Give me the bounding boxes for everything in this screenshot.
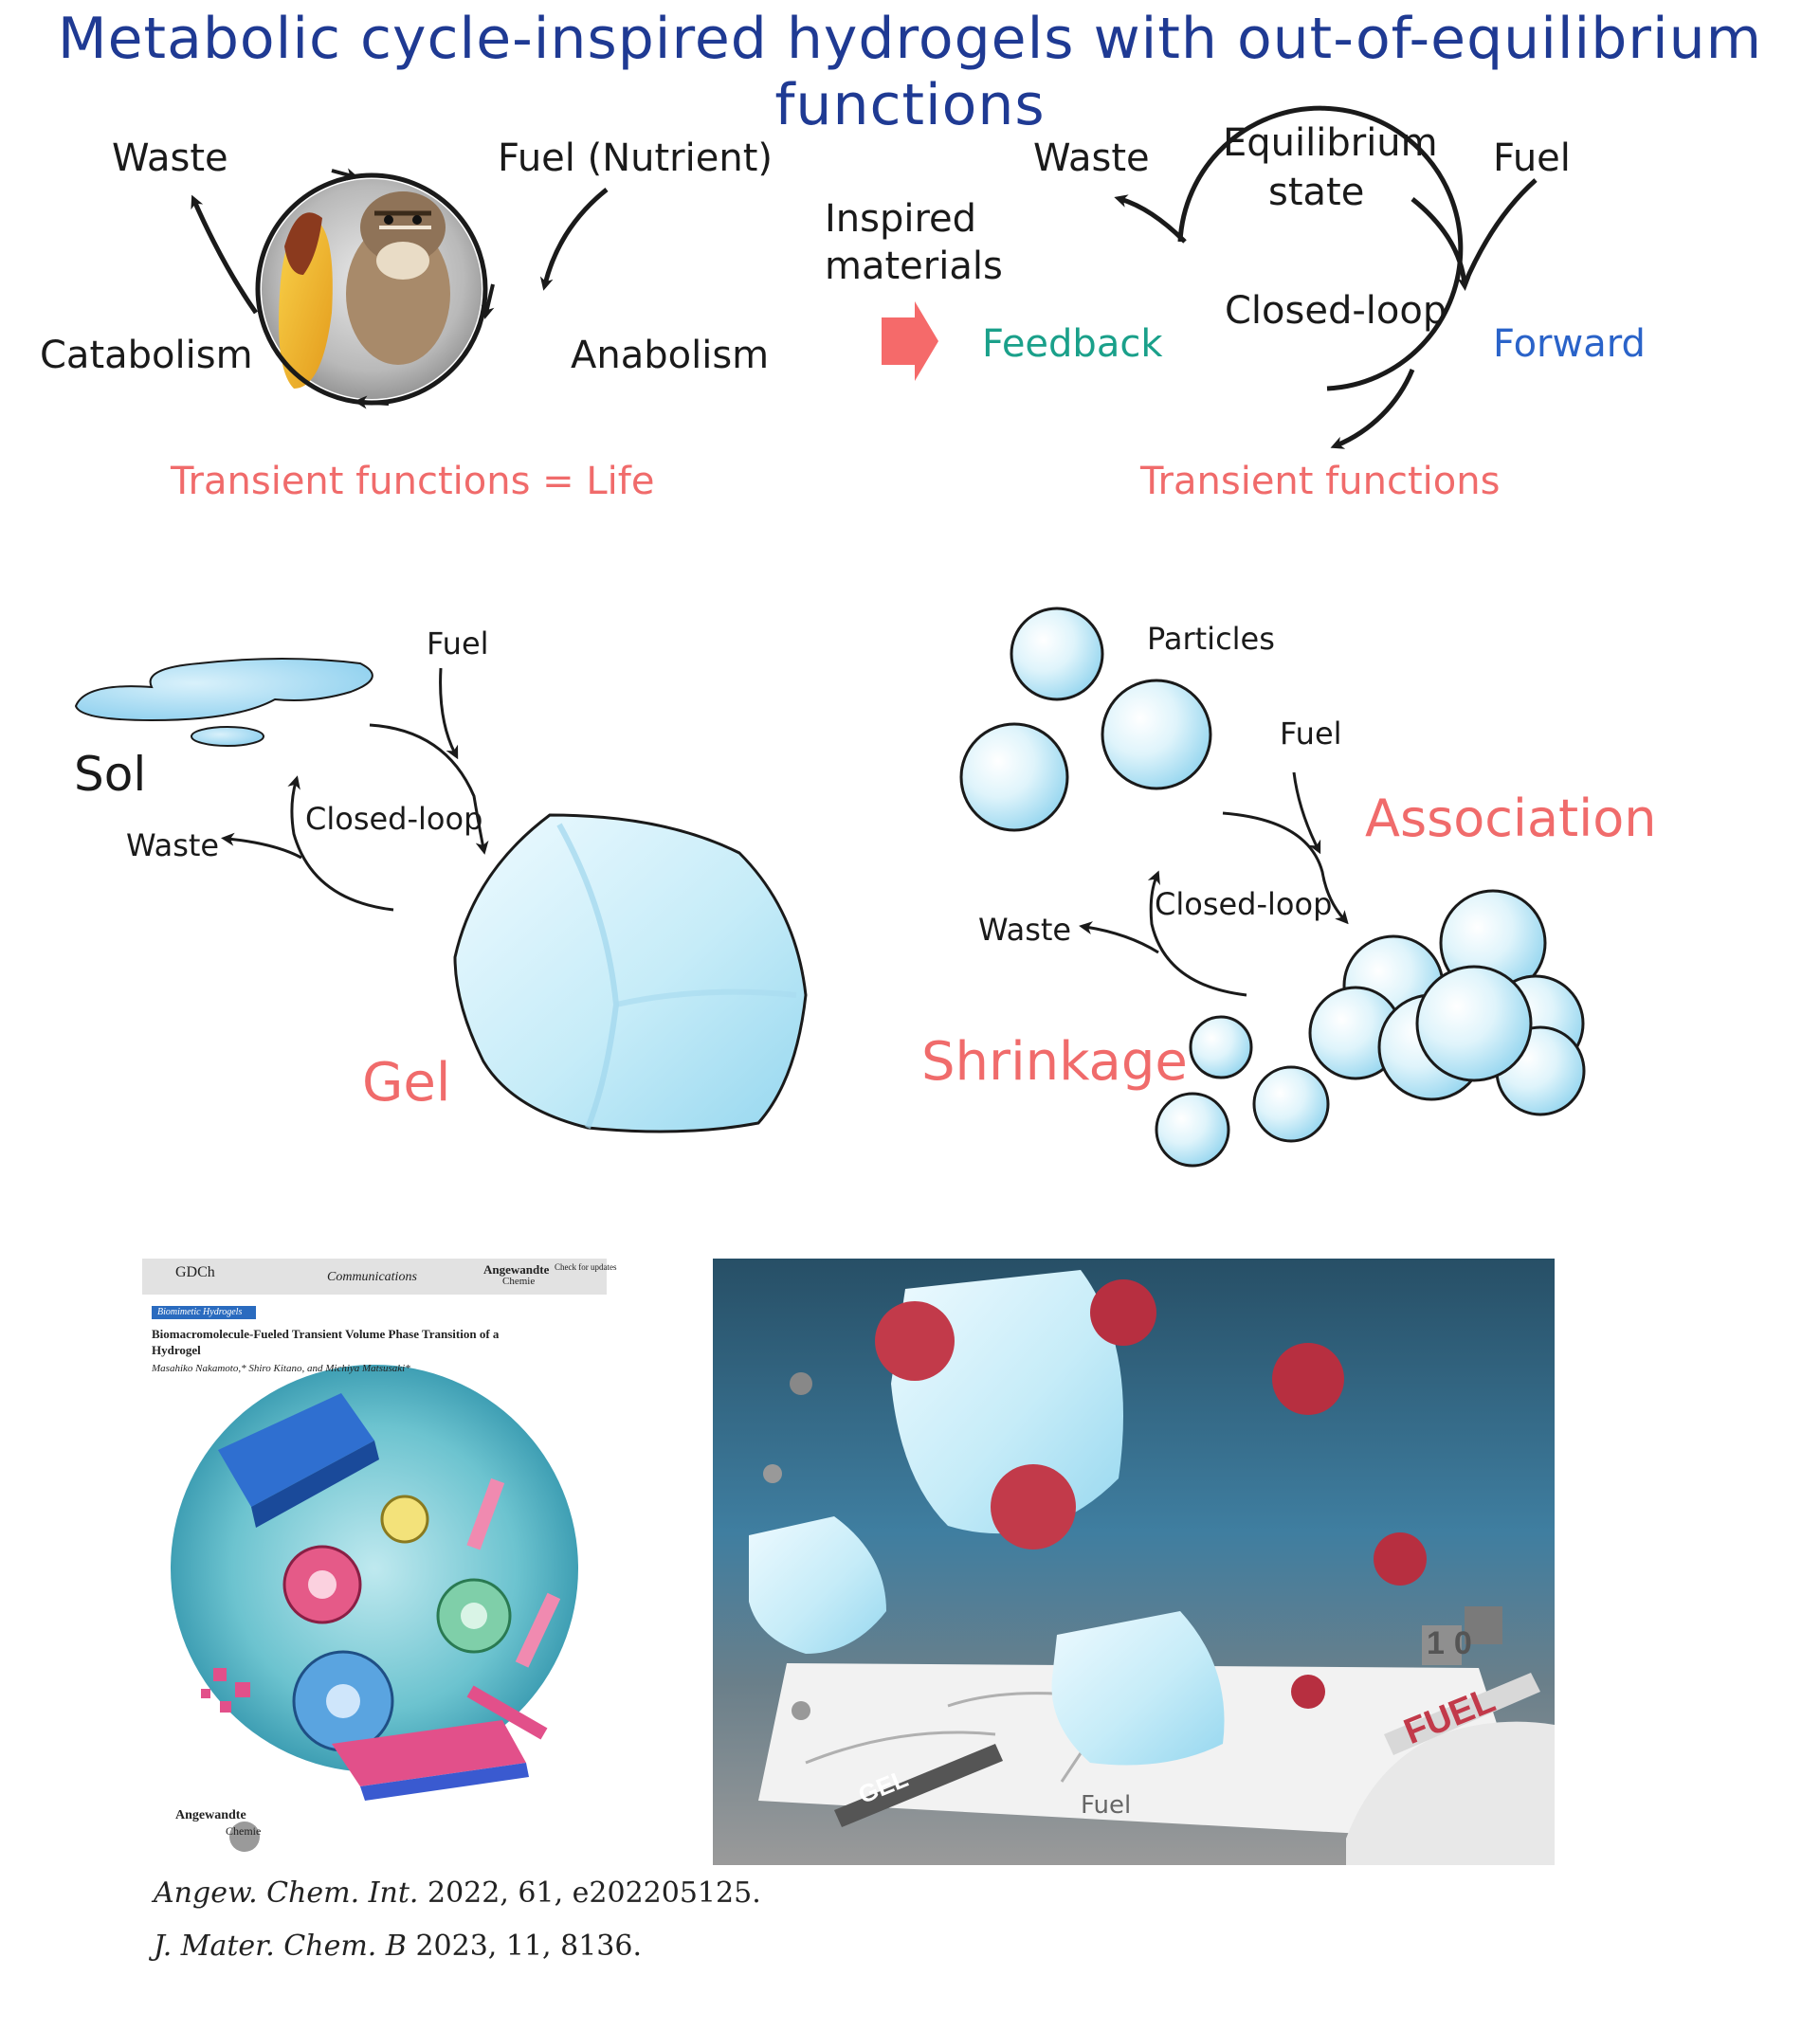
gear-yellow xyxy=(380,1495,429,1544)
paper-journal-logo-sub: Chemie xyxy=(502,1276,536,1287)
paper-society: GDCh xyxy=(175,1264,215,1280)
panel1-waste-label: Waste xyxy=(112,136,228,180)
materials-label: materials xyxy=(825,245,1003,288)
gear-pink xyxy=(282,1545,362,1624)
sol-label: Sol xyxy=(74,747,147,802)
reference-1: Angew. Chem. Int. 2022, 61, e202205125. xyxy=(154,1876,761,1910)
hydrogel-photo xyxy=(713,1259,1555,1865)
paper-check-updates: Check for updates xyxy=(555,1262,617,1272)
paper-footer-logo: Angewandte xyxy=(175,1808,246,1822)
gel-cube xyxy=(453,813,808,1133)
panel3-waste-label: Waste xyxy=(126,827,220,863)
particle-cluster xyxy=(1308,889,1586,1116)
anabolism-label: Anabolism xyxy=(571,334,770,377)
counter-display: 10 xyxy=(1427,1625,1482,1661)
inspired-label: Inspired xyxy=(825,197,977,241)
paper-cover xyxy=(142,1256,607,1862)
feedback-label: Feedback xyxy=(982,322,1163,366)
sol-blobs xyxy=(74,658,373,747)
paper-journal-logo: Angewandte xyxy=(483,1262,550,1277)
panel2-waste-label: Waste xyxy=(1033,136,1150,180)
gear-blue xyxy=(292,1650,394,1752)
paper-section: Communications xyxy=(327,1270,417,1284)
shrinkage-label: Shrinkage xyxy=(921,1031,1188,1093)
reference-1-journal: Angew. Chem. Int. xyxy=(154,1876,419,1910)
panel2-closed-loop-label: Closed-loop xyxy=(1225,289,1447,333)
paper-category: Biomimetic Hydrogels xyxy=(157,1307,243,1317)
panel2-caption: Transient functions xyxy=(1140,460,1501,503)
sketch-fuel-label: Fuel xyxy=(1081,1791,1132,1820)
gear-green xyxy=(436,1578,512,1654)
page-title: Metabolic cycle-inspired hydrogels with … xyxy=(57,6,1763,138)
reference-1-details: 2022, 61, e202205125. xyxy=(418,1876,761,1910)
panel4-closed-loop-label: Closed-loop xyxy=(1155,886,1333,922)
reference-2-journal: J. Mater. Chem. B xyxy=(154,1930,407,1963)
panel1-fuel-label: Fuel (Nutrient) xyxy=(498,136,773,180)
panel3-closed-loop-label: Closed-loop xyxy=(305,801,483,837)
forward-label: Forward xyxy=(1493,322,1646,366)
panel3-fuel-label: Fuel xyxy=(427,625,489,662)
panel4-fuel-label: Fuel xyxy=(1280,716,1342,752)
reference-2: J. Mater. Chem. B 2023, 11, 8136. xyxy=(154,1930,642,1963)
panel2-fuel-label: Fuel xyxy=(1493,136,1571,180)
paper-authors: Masahiko Nakamoto,* Shiro Kitano, and Mi… xyxy=(152,1363,410,1374)
paper-headline-2: Hydrogel xyxy=(152,1343,201,1357)
state-label: state xyxy=(1268,171,1365,214)
panel4-waste-label: Waste xyxy=(978,912,1072,948)
gel-label: Gel xyxy=(362,1052,451,1114)
panel1-caption: Transient functions = Life xyxy=(171,460,655,503)
equilibrium-label: Equilibrium xyxy=(1223,121,1438,165)
squirrel-photo xyxy=(262,179,482,399)
paper-footer-logo-sub: Chemie xyxy=(226,1824,262,1838)
inspired-arrow xyxy=(882,301,938,381)
particles xyxy=(959,607,1330,1168)
paper-headline-1: Biomacromolecule-Fueled Transient Volume… xyxy=(152,1327,500,1341)
catabolism-label: Catabolism xyxy=(40,334,253,377)
particles-label: Particles xyxy=(1147,621,1275,657)
reference-2-details: 2023, 11, 8136. xyxy=(406,1930,642,1963)
association-label: Association xyxy=(1365,788,1657,848)
